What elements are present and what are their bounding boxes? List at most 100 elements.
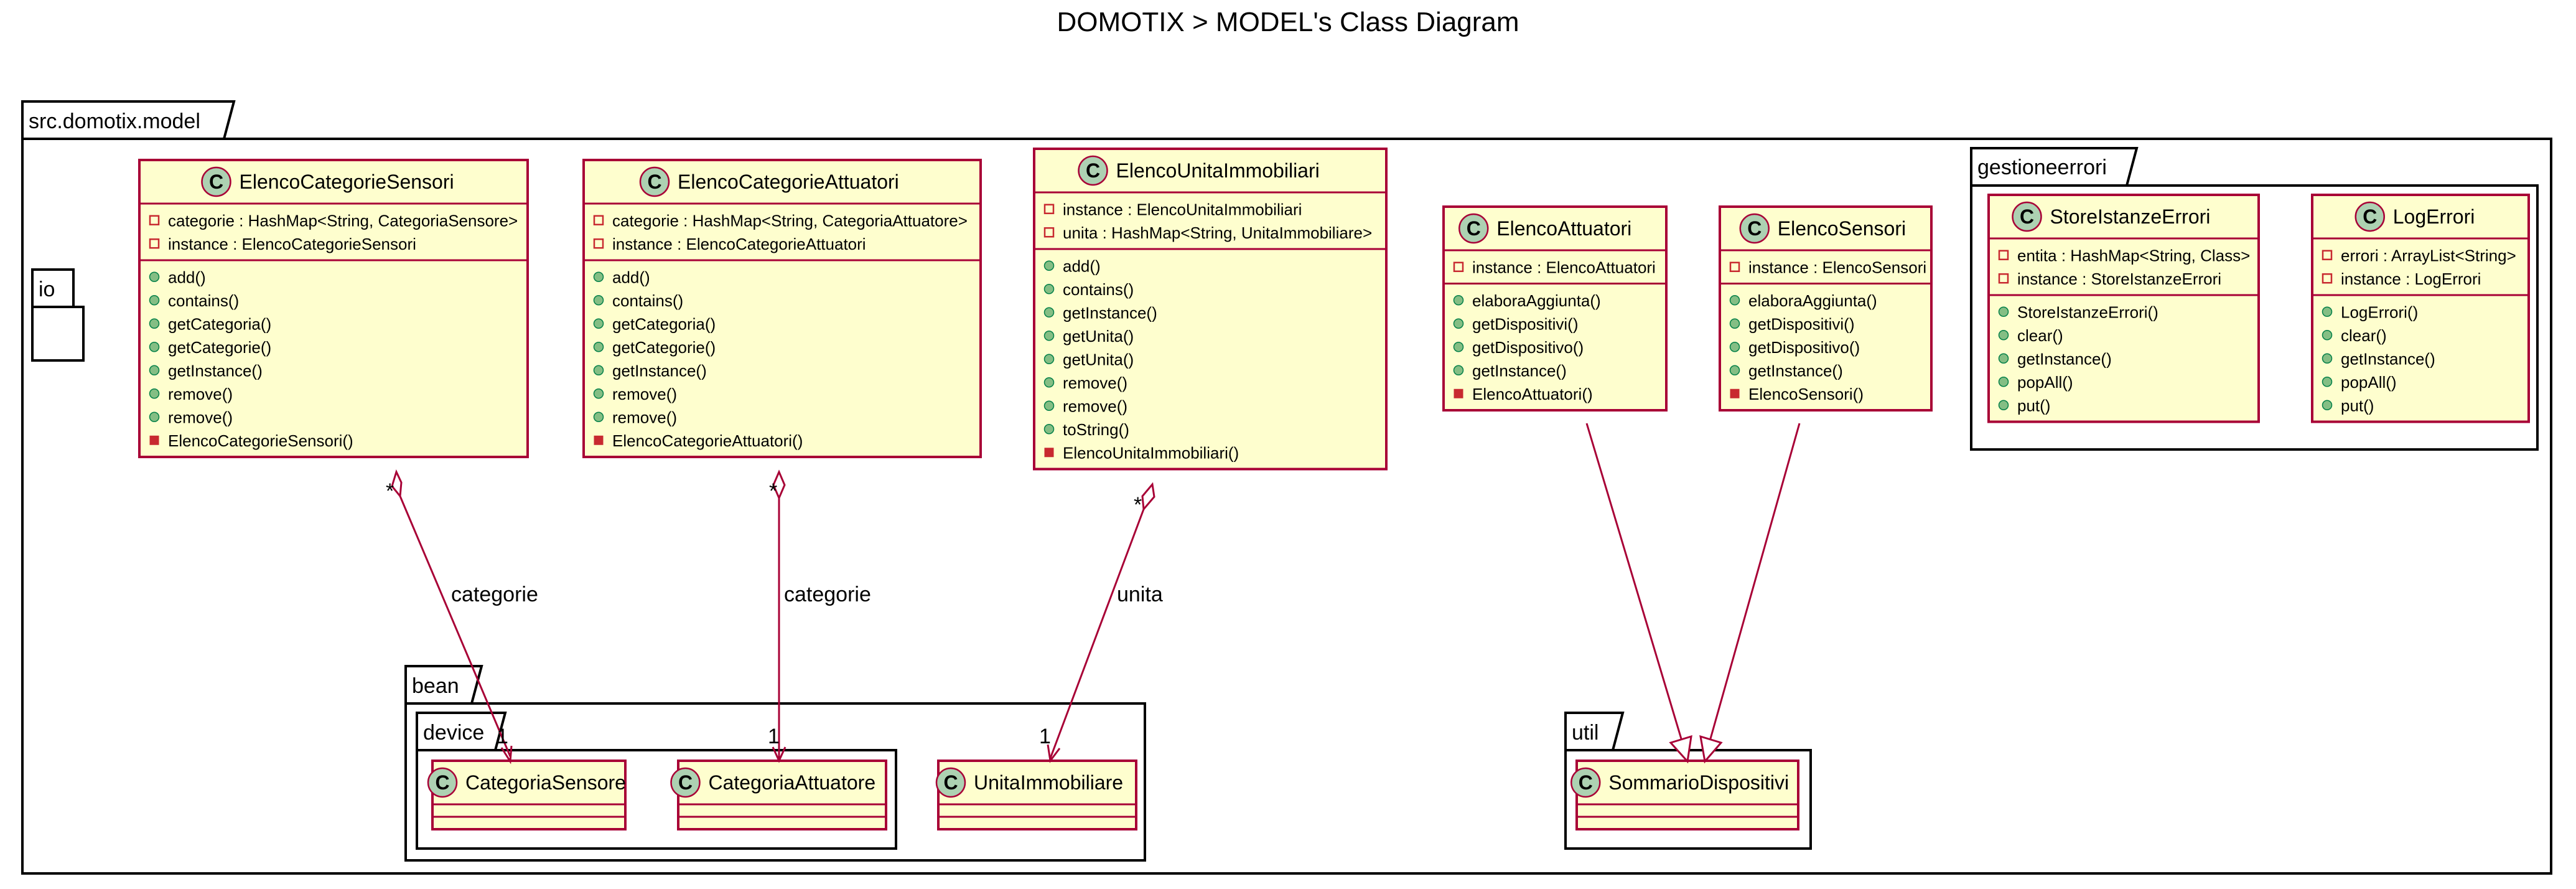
class-name: ElencoAttuatori: [1496, 217, 1631, 240]
class-method: getUnita(): [1063, 350, 1134, 369]
class-stereotype-letter: C: [678, 771, 693, 794]
aggregation-diamond: [391, 469, 403, 499]
class-method: add(): [168, 268, 206, 286]
class-stereotype-letter: C: [2020, 205, 2034, 228]
class-stereotype-letter: C: [647, 171, 661, 193]
public-method-icon: [2322, 330, 2333, 341]
to-multiplicity: 1: [1039, 725, 1051, 748]
class-name: LogErrori: [2393, 205, 2475, 228]
realization-triangle: [1669, 735, 1692, 764]
public-method-icon: [2322, 353, 2333, 364]
class-box: [582, 159, 982, 458]
class-method: put(): [2017, 396, 2050, 415]
relation-label: categorie: [451, 583, 538, 606]
public-method-icon: [149, 365, 160, 375]
class-attribute: instance : ElencoUnitaImmobiliari: [1063, 200, 1302, 219]
class-method: ElencoSensori(): [1748, 385, 1864, 403]
public-method-icon: [149, 295, 160, 306]
class-box: [431, 760, 627, 830]
relation-attuatori-sommario: [1585, 423, 1692, 764]
public-method-icon: [2322, 377, 2333, 387]
public-method-icon: [593, 295, 604, 306]
public-method-icon: [1043, 284, 1055, 294]
public-method-icon: [1998, 353, 2009, 364]
relation-label: unita: [1117, 583, 1163, 606]
from-multiplicity: *: [1134, 493, 1142, 517]
class-method: popAll(): [2341, 373, 2397, 392]
public-method-icon: [1043, 331, 1055, 341]
relation-line: [1585, 423, 1683, 741]
public-method-icon: [1043, 400, 1055, 411]
relation-label: categorie: [784, 583, 871, 606]
class-attribute: instance : StoreIstanzeErrori: [2017, 270, 2221, 288]
public-method-icon: [593, 365, 604, 375]
public-method-icon: [1453, 318, 1464, 329]
public-method-icon: [149, 412, 160, 422]
class-attribute: instance : LogErrori: [2341, 270, 2481, 288]
class-method: getInstance(): [2017, 349, 2112, 368]
class-box: [1033, 148, 1388, 471]
private-method-icon: [1730, 388, 1740, 398]
package-model: src.domotix.model: [21, 100, 2552, 875]
to-multiplicity: 1: [497, 725, 508, 748]
public-method-icon: [1729, 365, 1740, 375]
class-method: getInstance(): [1472, 361, 1567, 380]
class-stereotype-icon: [670, 767, 701, 798]
private-attribute-icon: [1043, 227, 1055, 238]
public-method-icon: [149, 342, 160, 352]
from-multiplicity: *: [386, 479, 394, 503]
public-method-icon: [1043, 377, 1055, 388]
public-method-icon: [593, 271, 604, 282]
private-method-icon: [149, 435, 159, 445]
class-method: getInstance(): [168, 361, 263, 380]
class-stereotype-icon: [1739, 213, 1770, 244]
class-method: popAll(): [2017, 373, 2073, 392]
class-method: elaboraAggiunta(): [1748, 291, 1877, 310]
class-attribute: instance : ElencoAttuatori: [1472, 258, 1656, 276]
private-attribute-icon: [593, 238, 604, 249]
public-method-icon: [1729, 295, 1740, 306]
package-label-io: io: [39, 278, 55, 301]
class-attribute: unita : HashMap<String, UnitaImmobiliare…: [1063, 223, 1372, 242]
class-attribute: errori : ArrayList<String>: [2341, 246, 2516, 265]
class-method: getCategoria(): [612, 314, 716, 333]
package-bean: bean: [404, 665, 1146, 862]
class-stereotype-icon: [1570, 767, 1601, 798]
package-label-model: src.domotix.model: [29, 110, 200, 133]
relation-attuatori-categorie: categorie * 1: [768, 469, 871, 763]
class-name: StoreIstanzeErrori: [2050, 205, 2211, 228]
class-method: add(): [1063, 256, 1101, 275]
class-method: getDispositivi(): [1472, 314, 1579, 333]
class-box: [138, 159, 529, 458]
private-attribute-icon: [1998, 273, 2009, 284]
public-method-icon: [1729, 342, 1740, 352]
public-method-icon: [1043, 260, 1055, 271]
class-method: remove(): [1063, 397, 1127, 415]
class-method: remove(): [1063, 374, 1127, 392]
class-box: [937, 760, 1137, 830]
class-stereotype-letter: C: [1579, 771, 1593, 794]
class-method: elaboraAggiunta(): [1472, 291, 1601, 310]
class-method: add(): [612, 268, 650, 286]
package-label-bean: bean: [412, 674, 459, 698]
relation-sensori-categorie: categorie * 1: [386, 469, 538, 764]
arrow-head: [500, 745, 513, 764]
class-method: ElencoCategorieSensori(): [168, 431, 353, 450]
diagram-title: DOMOTIX > MODEL's Class Diagram: [1057, 7, 1519, 37]
class-method: StoreIstanzeErrori(): [2017, 303, 2158, 321]
class-box: [2311, 194, 2530, 423]
class-name: ElencoCategorieSensori: [240, 171, 454, 193]
private-attribute-icon: [2322, 273, 2333, 284]
to-multiplicity: 1: [768, 725, 780, 748]
class-stereotype-icon: [1458, 213, 1489, 244]
class-attribute: categorie : HashMap<String, CategoriaAtt…: [612, 211, 968, 230]
private-attribute-icon: [1729, 261, 1740, 272]
class-method: ElencoUnitaImmobiliari(): [1063, 443, 1239, 462]
class-stereotype-icon: [639, 166, 670, 197]
